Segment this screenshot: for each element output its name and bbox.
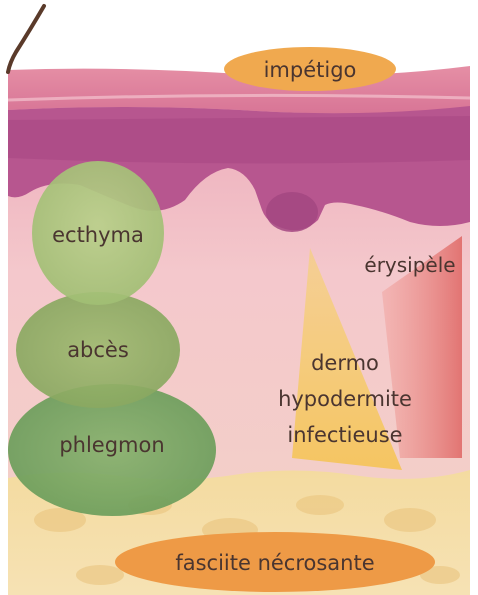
ecthyma-label: ecthyma: [52, 223, 144, 247]
erysipele-label: érysipèle: [364, 253, 455, 277]
dermo-label-line2: hypodermite: [278, 387, 412, 411]
dermo-label-line1: dermo: [311, 351, 379, 375]
fasciite-label: fasciite nécrosante: [175, 551, 374, 575]
phlegmon-label: phlegmon: [59, 433, 164, 457]
impetigo-label: impétigo: [264, 58, 357, 82]
dermo-label-line3: infectieuse: [287, 423, 402, 447]
abces-label: abcès: [67, 338, 129, 362]
